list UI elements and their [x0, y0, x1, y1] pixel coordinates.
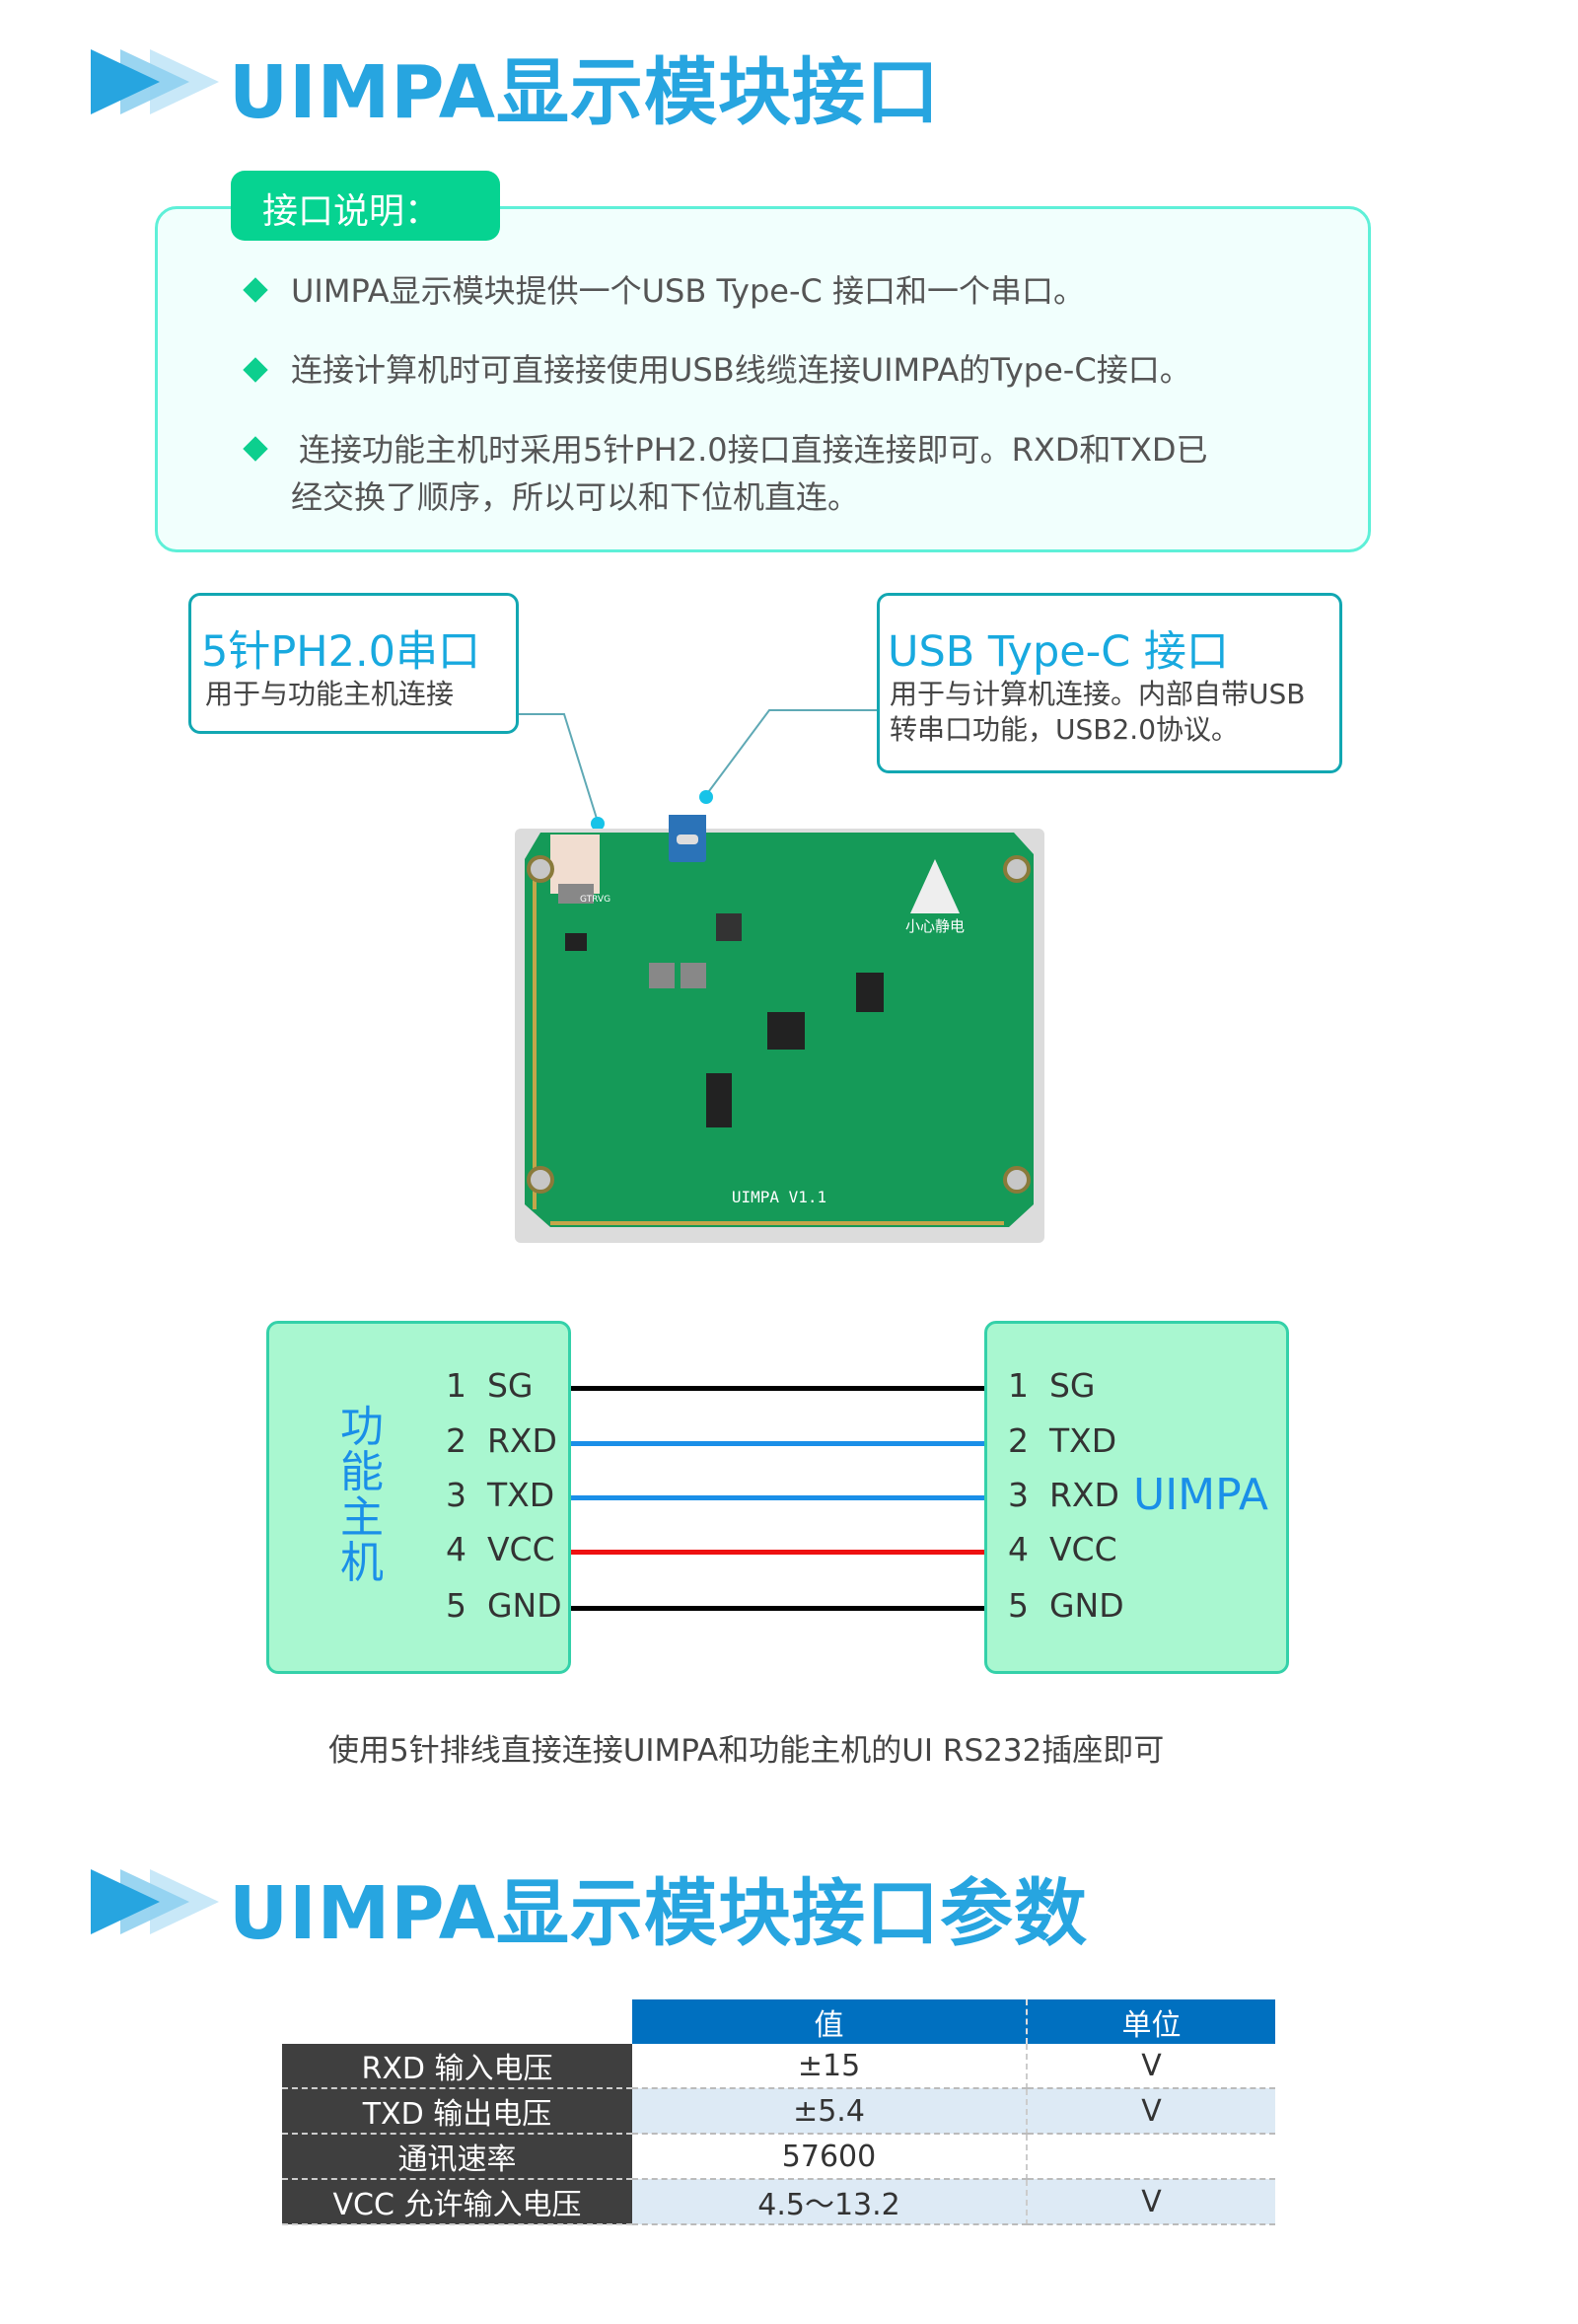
uimpa-connector-box — [984, 1321, 1289, 1674]
uimpa-pin: 1 SG — [1008, 1366, 1096, 1405]
wire — [571, 1386, 984, 1391]
uimpa-board-photo: 小心静电 GTRVG UIMPA V1.1 — [515, 815, 1044, 1243]
interface-description-box — [155, 206, 1371, 552]
param-name: 通讯速率 — [282, 2134, 632, 2180]
arrows-icon — [91, 1869, 219, 1934]
callout-title: 5针PH2.0串口 — [201, 627, 481, 677]
callout-desc: 用于与功能主机连接 — [205, 678, 455, 710]
param-value: 4.5～13.2 — [632, 2179, 1028, 2225]
callout-title: USB Type-C 接口 — [888, 627, 1229, 677]
wire — [571, 1550, 984, 1555]
param-unit: V — [1027, 2044, 1275, 2089]
interface-description-tab: 接口说明： — [231, 171, 500, 241]
host-label: 功能主机 — [340, 1402, 384, 1588]
uimpa-pin: 5 GND — [1008, 1586, 1124, 1625]
callout-leader-lines — [519, 709, 877, 831]
host-pin: 5 GND — [446, 1586, 562, 1625]
host-connector-box — [266, 1321, 571, 1674]
usb-port-callout: USB Type-C 接口 用于与计算机连接。内部自带USB 转串口功能，USB… — [877, 593, 1342, 773]
uimpa-label: UIMPA — [1133, 1470, 1268, 1520]
callout-desc: 转串口功能，USB2.0协议。 — [890, 713, 1240, 746]
uimpa-pin: 3 RXD — [1008, 1476, 1119, 1514]
callout-desc: 用于与计算机连接。内部自带USB — [890, 678, 1306, 710]
host-pin: 3 TXD — [446, 1476, 555, 1514]
wire — [571, 1441, 984, 1446]
header-value: 值 — [632, 1999, 1028, 2044]
param-value: 57600 — [632, 2134, 1028, 2180]
section-title: UIMPA显示模块接口参数 — [229, 1871, 1088, 1956]
bullet-text: 连接功能主机时采用5针PH2.0接口直接连接即可。RXD和TXD已 — [299, 431, 1208, 469]
param-unit: V — [1027, 2088, 1275, 2135]
host-pin: 1 SG — [446, 1366, 534, 1405]
arrows-icon — [91, 49, 219, 114]
param-value: ±5.4 — [632, 2088, 1028, 2135]
board-silkscreen: UIMPA V1.1 — [732, 1188, 826, 1206]
uimpa-pin: 2 TXD — [1008, 1421, 1117, 1460]
section-title: UIMPA显示模块接口 — [229, 50, 940, 135]
header-unit: 单位 — [1027, 1999, 1275, 2044]
esd-label: 小心静电 — [905, 917, 965, 935]
host-pin: 4 VCC — [446, 1530, 555, 1568]
pin-marks: GTRVG — [580, 895, 610, 905]
param-unit — [1027, 2134, 1275, 2180]
param-name: RXD 输入电压 — [282, 2044, 632, 2089]
serial-port-callout: 5针PH2.0串口 用于与功能主机连接 — [188, 593, 519, 734]
bullet-text: UIMPA显示模块提供一个USB Type-C 接口和一个串口。 — [291, 272, 1086, 310]
wiring-caption: 使用5针排线直接连接UIMPA和功能主机的UI RS232插座即可 — [328, 1733, 1165, 1769]
wire — [571, 1606, 984, 1611]
bullet-text: 连接计算机时可直接接使用USB线缆连接UIMPA的Type-C接口。 — [291, 351, 1191, 389]
wire — [571, 1495, 984, 1500]
param-name: VCC 允许输入电压 — [282, 2179, 632, 2225]
param-unit: V — [1027, 2179, 1275, 2225]
param-value: ±15 — [632, 2044, 1028, 2089]
bullet-text: 经交换了顺序，所以可以和下位机直连。 — [291, 478, 860, 516]
param-name: TXD 输出电压 — [282, 2088, 632, 2135]
host-pin: 2 RXD — [446, 1421, 557, 1460]
uimpa-pin: 4 VCC — [1008, 1530, 1117, 1568]
